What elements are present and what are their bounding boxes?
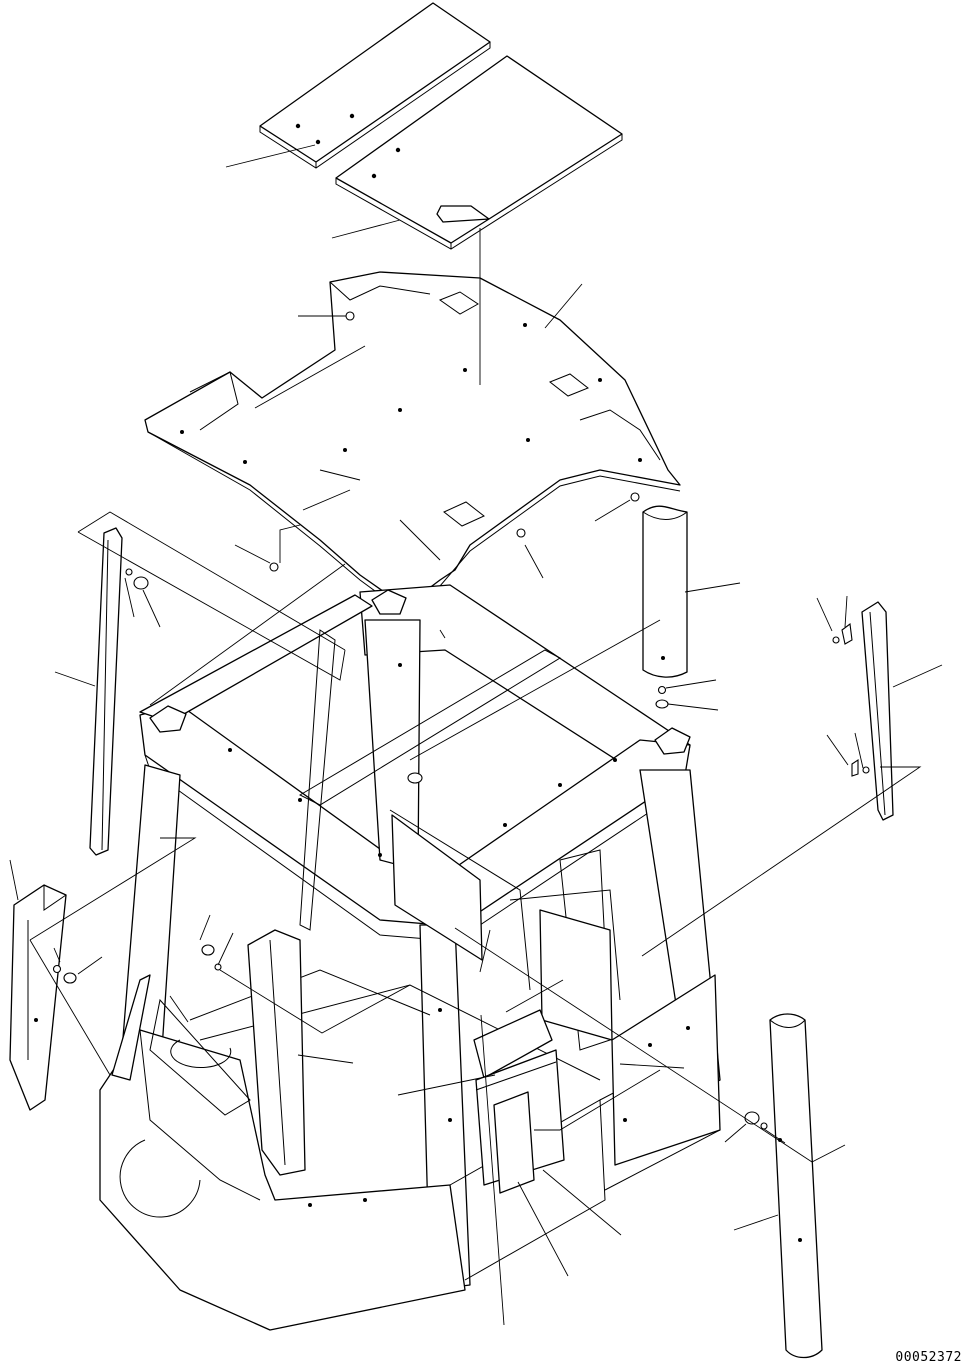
interior-panel-rear-lower [539,909,613,1041]
far-left-fastener [52,964,77,984]
interior-panel-rear-upper [391,814,483,961]
left-inner-pillar [111,974,251,1116]
lower-right-fastener [744,1111,768,1130]
drawing-reference-code: 00052372 [895,1350,962,1365]
center-post-trim [247,929,306,1176]
right-pillar-trim [861,601,894,821]
lower-floor-mat [335,55,623,250]
trim-panel-stack [473,1009,565,1194]
cab-frame [99,584,721,1331]
rear-air-duct [642,505,688,678]
lower-right-trim-strip [769,1013,823,1359]
roof-bolt [269,311,640,572]
leader-lines [9,144,943,1326]
side-panel-right [611,974,721,1166]
duct-clip [655,685,669,709]
left-pillar-fastener [125,568,149,590]
far-left-pillar-trim [9,884,67,1111]
grommet [201,772,423,971]
right-pillar-fastener [832,622,870,777]
roof-panel [144,271,681,603]
upper-floor-mat [259,2,491,169]
left-pillar-trim [89,527,123,856]
